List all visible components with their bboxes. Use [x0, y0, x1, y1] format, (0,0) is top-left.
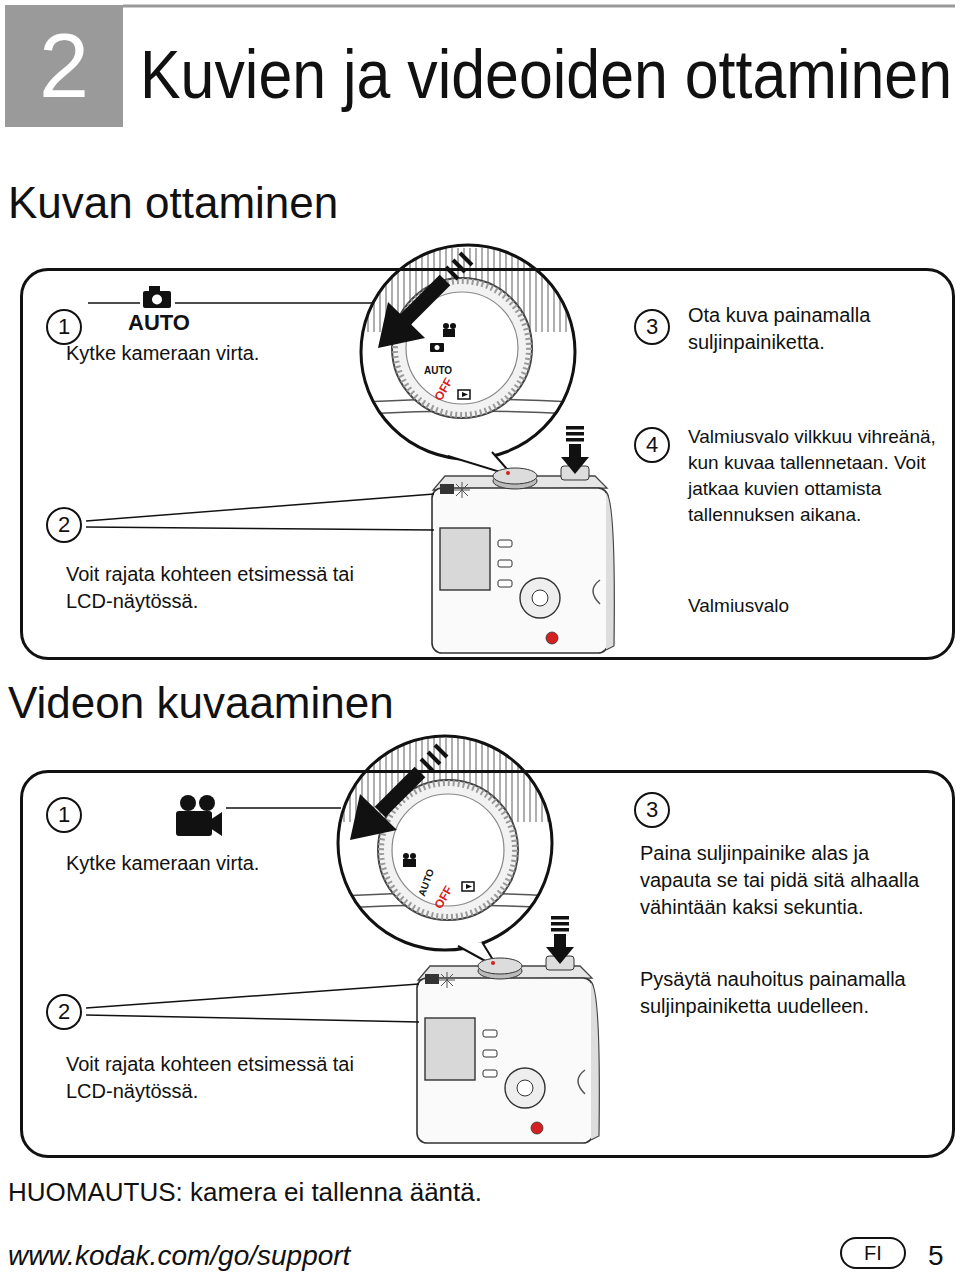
callout-number: 3 [634, 309, 670, 345]
camera-drawing-part [432, 426, 614, 653]
section-heading: Kuvan ottaminen [8, 181, 937, 225]
step-text: Paina suljinpainike alas ja vapauta se t… [640, 840, 940, 921]
step-text: Voit rajata kohteen etsimessä tai LCD-nä… [66, 561, 386, 615]
movie-icon-part [199, 795, 215, 811]
camera-icon-part [143, 291, 171, 308]
magnified-dial-part [446, 253, 472, 279]
magnified-dial-part [378, 302, 425, 348]
magnified-dial-part [403, 859, 416, 867]
chapter-number: 2 [5, 5, 123, 127]
magnified-dial-part [360, 244, 576, 460]
magnified-dial-part [360, 244, 576, 460]
magnified-dial-part [381, 783, 515, 917]
step-text: Ota kuva painamalla suljinpainiketta. [688, 302, 943, 356]
leader-line-part [86, 984, 419, 1008]
step-text: Kytke kameraan virta. [66, 851, 386, 876]
leader-line-part [88, 302, 140, 304]
step-text: Kytke kameraan virta. [66, 341, 386, 366]
node-text: 2 [39, 21, 89, 111]
node-text: 2 [58, 514, 70, 536]
magnified-dial-part [405, 280, 445, 320]
callout-number: 2 [46, 994, 82, 1030]
top-rule [123, 6, 955, 7]
language-badge: FI [840, 1237, 906, 1269]
node-text: FI [864, 1243, 882, 1263]
magnified-dial-part [462, 392, 468, 397]
node-text: 3 [646, 799, 658, 821]
magnified-dial-part [380, 772, 420, 812]
leader-line-part [86, 1015, 419, 1022]
magnified-dial-part [421, 745, 447, 771]
movie-icon [176, 795, 222, 836]
step-text: Pysäytä nauhoitus painamalla suljinpaini… [640, 966, 940, 1020]
magnified-dial-part [443, 323, 449, 329]
step-text: Voit rajata kohteen etsimessä tai LCD-nä… [66, 1051, 386, 1105]
magnified-dial-part [462, 882, 474, 891]
node-text: 3 [646, 316, 658, 338]
callout-number: 1 [46, 309, 82, 345]
node-text: 2 [58, 1001, 70, 1023]
camera-icon-part [152, 295, 162, 305]
magnified-dial-part [443, 329, 455, 337]
page-number: 5 [928, 1238, 944, 1273]
page-title: Kuvien ja videoiden ottaminen [140, 40, 952, 108]
part-label: Valmiusvalo [688, 594, 789, 618]
dial-label: OFF [432, 883, 457, 911]
callout-number: 1 [46, 797, 82, 833]
dial-label: AUTO [415, 867, 437, 898]
leader-line-part [86, 527, 434, 530]
camera-icon [143, 286, 171, 308]
camera-drawing [417, 916, 599, 1143]
magnified-dial-part [350, 794, 397, 840]
section-heading: Videon kuvaaminen [8, 681, 937, 725]
step-text: Valmiusvalo vilkkuu vihreänä, kun kuvaa … [688, 424, 946, 528]
callout-number: 4 [634, 427, 670, 463]
leader-line-part [226, 807, 341, 809]
callout-number: 3 [634, 792, 670, 828]
magnified-dial-part [458, 390, 470, 399]
callout-number: 2 [46, 507, 82, 543]
magnified-dial-part [435, 345, 440, 350]
magnified-dial [360, 244, 576, 476]
magnified-dial-part [361, 245, 575, 459]
node-text: 1 [58, 804, 70, 826]
dial-label: OFF [432, 375, 457, 403]
leader-line-part [175, 302, 372, 304]
magnified-dial-part [450, 323, 456, 329]
magnified-dial-part [430, 343, 444, 352]
magnified-dial-part [395, 281, 529, 415]
magnified-dial-part [337, 735, 553, 951]
note-text: HUOMAUTUS: kamera ei tallenna ääntä. [8, 1176, 482, 1209]
node-text: 1 [58, 316, 70, 338]
movie-icon-part [176, 811, 212, 836]
magnified-dial-part [338, 736, 552, 950]
leader-line [86, 808, 419, 1022]
magnified-dial-part [403, 853, 409, 859]
leader-line [86, 303, 434, 530]
camera-icon-part [149, 286, 160, 293]
support-url: www.kodak.com/go/support [8, 1238, 350, 1273]
movie-icon-part [210, 812, 222, 836]
magnified-dial-part [337, 735, 553, 951]
mode-label: AUTO [128, 309, 190, 337]
magnified-dial-part [428, 752, 440, 764]
camera-drawing-part [417, 916, 599, 1143]
magnified-dial-part [460, 253, 472, 265]
node-text: 4 [646, 434, 658, 456]
movie-icon-part [180, 795, 196, 811]
top-rule-part [123, 5, 955, 8]
magnified-dial-part [392, 278, 532, 418]
dial-label: AUTO [424, 364, 452, 377]
magnified-dial-part [435, 745, 447, 757]
magnified-dial-part [410, 853, 416, 859]
magnified-dial-part [466, 884, 472, 889]
leader-line-part [86, 494, 434, 521]
camera-drawing [432, 426, 614, 653]
